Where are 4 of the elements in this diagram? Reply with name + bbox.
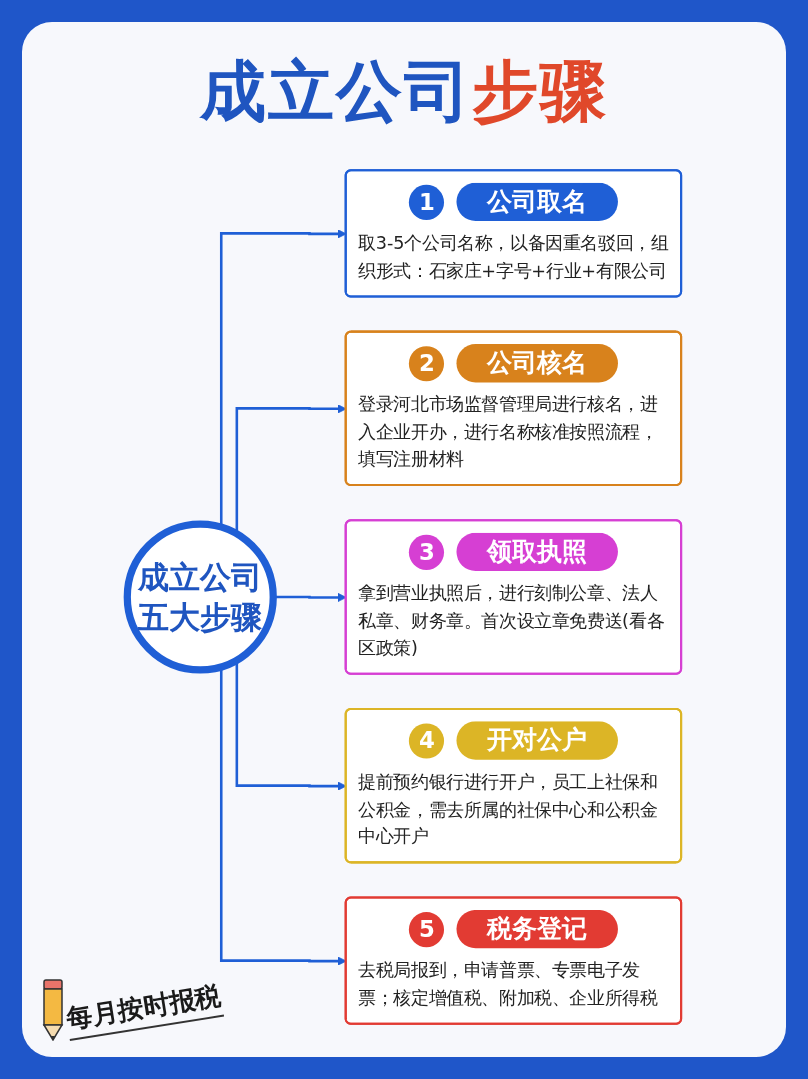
card-panel: 成立公司步骤 成立公司五大步骤 1 公司取名 取3-5个公司名称，以备因重名驳回，组织形式：石家庄+字号+行业+有限公司 2 公司核名 登录河北市场监督管理局进行核名，进入企业开办，进行名称核准按照流程，填写注册材料 3 领取执照 拿到营业执照后，进行刻制公章、法人私章、财务章。首次设立章免费送(看各区政策) 4 开对公户 提前预约银行进行开户，员工上社保和公积金，需去所属的社保中心和公积金中心开户 5 税务登记 去税局报到，申请普票、专票电子发票；核定增值税、附加税、企业所得税 每月按时报税 (22, 22, 786, 1057)
note-text: 每月按时报税 (63, 978, 225, 1041)
title: 成立公司步骤 (198, 52, 609, 132)
node-circle (123, 520, 277, 674)
